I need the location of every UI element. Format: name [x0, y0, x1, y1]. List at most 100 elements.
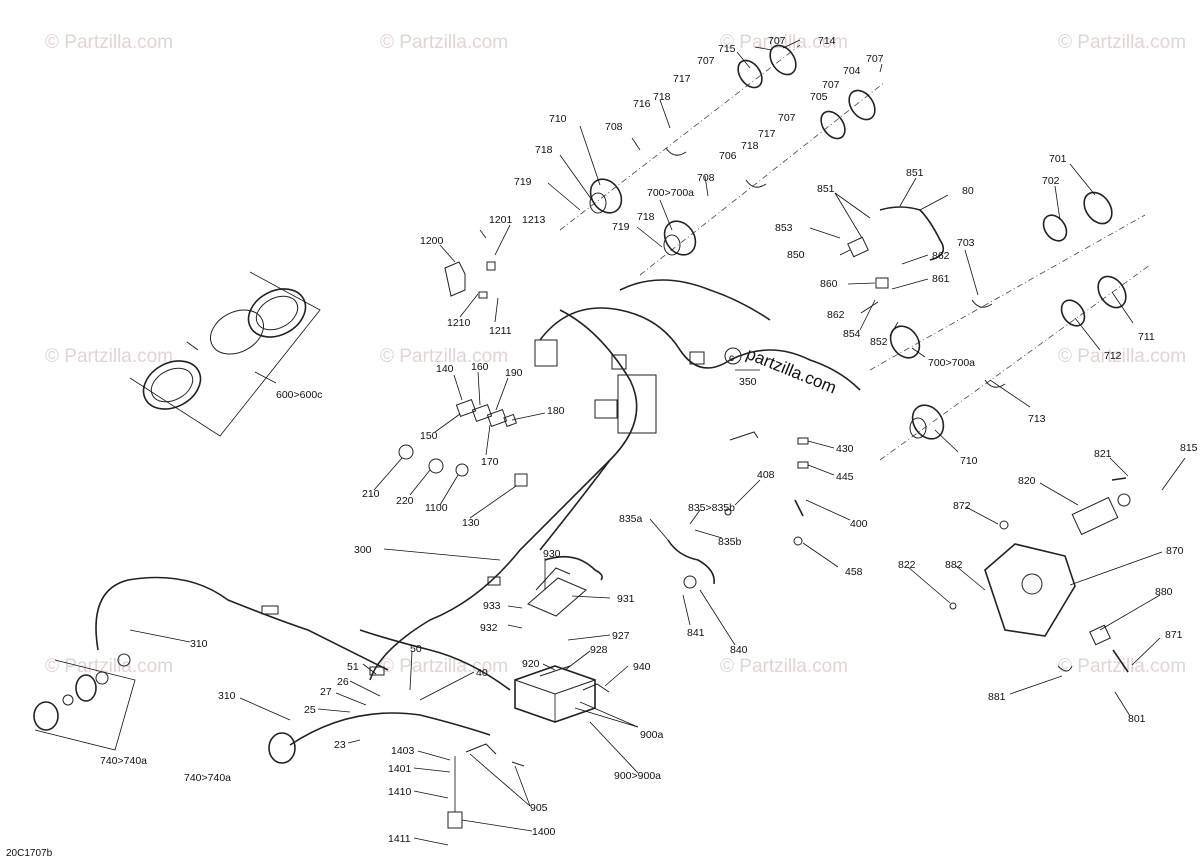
callout-841: 841: [687, 627, 705, 639]
callout-933: 933: [483, 600, 501, 612]
callout-719: 719: [612, 221, 630, 233]
callout-27: 27: [320, 686, 332, 698]
callout-1200: 1200: [420, 235, 444, 247]
callout-706: 706: [719, 150, 737, 162]
watermark: © Partzilla.com: [380, 346, 508, 367]
callout-822: 822: [898, 559, 916, 571]
callout-711: 711: [1138, 331, 1155, 343]
callout-1410: 1410: [388, 786, 412, 798]
callout-708: 708: [697, 172, 715, 184]
callout-713: 713: [1028, 413, 1046, 425]
callout-900a: 900a: [640, 729, 664, 741]
callout-701: 701: [1049, 153, 1067, 165]
watermark: © Partzilla.com: [720, 656, 848, 677]
callout-707: 707: [866, 53, 884, 65]
callout-707: 707: [778, 112, 796, 124]
callout-851: 851: [817, 183, 835, 195]
callout-854: 854: [843, 328, 861, 340]
callout-1411: 1411: [388, 833, 411, 845]
callout-708: 708: [605, 121, 623, 133]
callout-718: 718: [653, 91, 671, 103]
callout-801: 801: [1128, 713, 1146, 725]
callout-1100: 1100: [425, 502, 448, 514]
watermark: © Partzilla.com: [1058, 346, 1186, 367]
callout-1213: 1213: [522, 214, 546, 226]
callout-871: 871: [1165, 629, 1183, 641]
watermark: © Partzilla.com: [1058, 32, 1186, 53]
callout-707: 707: [822, 79, 840, 91]
callout-851: 851: [906, 167, 924, 179]
brand-mark: c partzilla.com: [724, 344, 839, 397]
callout-717: 717: [673, 73, 691, 85]
callout-140: 140: [436, 363, 454, 375]
callout-350: 350: [739, 376, 757, 388]
callout-710: 710: [960, 455, 978, 467]
callout-26: 26: [337, 676, 349, 688]
callout-853: 853: [775, 222, 793, 234]
callout-862: 862: [827, 309, 845, 321]
callout-170: 170: [481, 456, 499, 468]
callout-40: 40: [476, 667, 488, 679]
callout-927: 927: [612, 630, 630, 642]
callout-1201: 1201: [489, 214, 513, 226]
callout-835a: 835a: [619, 513, 643, 525]
watermark: © Partzilla.com: [45, 656, 173, 677]
callout-872: 872: [953, 500, 971, 512]
callout-25: 25: [304, 704, 316, 716]
callout-310: 310: [190, 638, 208, 650]
callout-719: 719: [514, 176, 532, 188]
callout-840: 840: [730, 644, 748, 656]
callout-80: 80: [962, 185, 974, 197]
callout-1403: 1403: [391, 745, 415, 757]
callout-928: 928: [590, 644, 608, 656]
callout-707: 707: [768, 35, 786, 47]
callout-820: 820: [1018, 475, 1036, 487]
watermark-layer: © Partzilla.com © Partzilla.com © Partzi…: [45, 32, 1186, 677]
callout-50: 50: [410, 643, 422, 655]
callout-220: 220: [396, 495, 414, 507]
callout-704: 704: [843, 65, 861, 77]
callout-160: 160: [471, 361, 489, 373]
callout-815: 815: [1180, 442, 1198, 454]
callout-190: 190: [505, 367, 523, 379]
watermark: © Partzilla.com: [380, 32, 508, 53]
callout-930: 930: [543, 548, 561, 560]
callout-931: 931: [617, 593, 635, 605]
callout-862: 862: [932, 250, 950, 262]
callout-labels: 707 714 715 707 707 704 707 705 717 716 …: [100, 35, 1198, 845]
callout-310: 310: [218, 690, 236, 702]
callout-130: 130: [462, 517, 480, 529]
callout-1401: 1401: [388, 763, 412, 775]
callout-700: 700>700a: [928, 357, 975, 369]
callout-51: 51: [347, 661, 359, 673]
callout-458: 458: [845, 566, 863, 578]
callout-900: 900>900a: [614, 770, 661, 782]
callout-850: 850: [787, 249, 805, 261]
callout-400: 400: [850, 518, 868, 530]
callout-835b: 835b: [718, 536, 742, 548]
callout-740: 740>740a: [184, 772, 231, 784]
callout-714: 714: [818, 35, 836, 47]
callout-705: 705: [810, 91, 828, 103]
watermark: © Partzilla.com: [1058, 656, 1186, 677]
callout-710: 710: [549, 113, 567, 125]
callout-718: 718: [637, 211, 655, 223]
diagram-code: 20C1707b: [6, 848, 53, 859]
callout-702: 702: [1042, 175, 1060, 187]
callout-821: 821: [1094, 448, 1112, 460]
callout-703: 703: [957, 237, 975, 249]
callout-905: 905: [530, 802, 548, 814]
leader-lines: [129, 39, 1186, 846]
callout-860: 860: [820, 278, 838, 290]
callout-718: 718: [741, 140, 759, 152]
callout-881: 881: [988, 691, 1006, 703]
callout-430: 430: [836, 443, 854, 455]
callout-920: 920: [522, 658, 540, 670]
watermark: © Partzilla.com: [45, 32, 173, 53]
callout-1400: 1400: [532, 826, 556, 838]
callout-408: 408: [757, 469, 775, 481]
callout-870: 870: [1166, 545, 1184, 557]
callout-150: 150: [420, 430, 438, 442]
callout-932: 932: [480, 622, 498, 634]
